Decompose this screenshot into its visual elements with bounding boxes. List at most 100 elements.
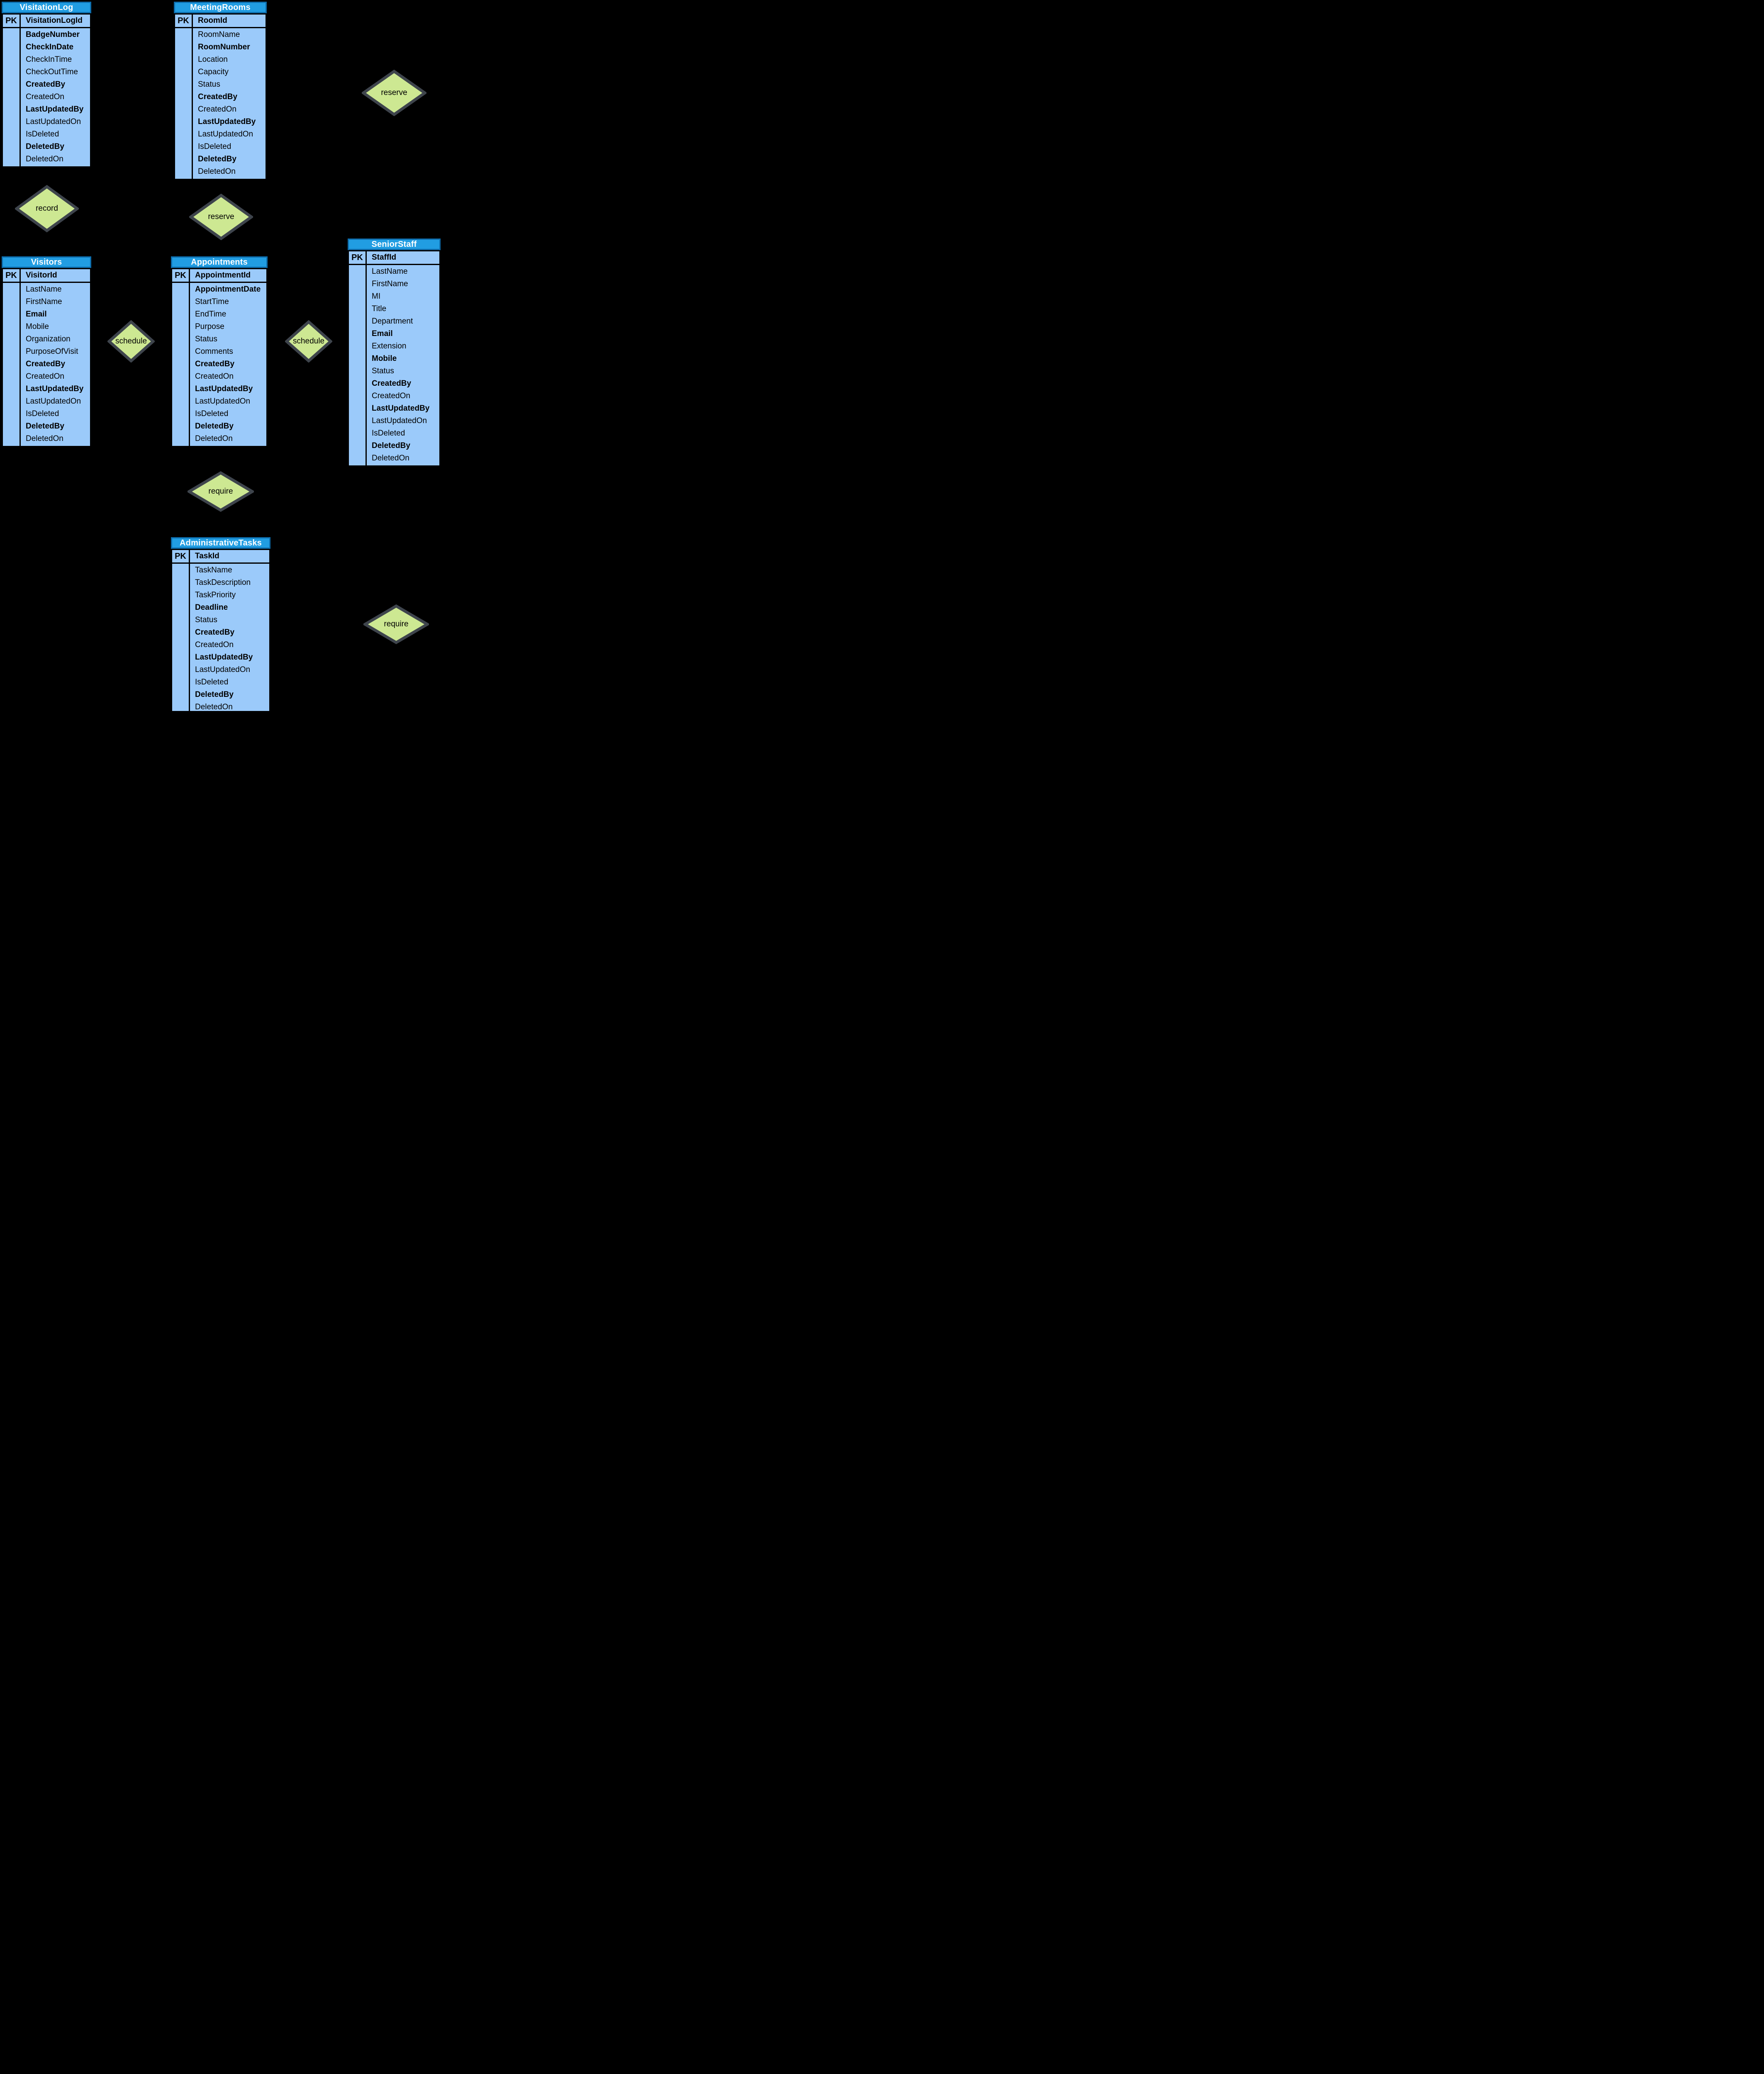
field-extension: Extension bbox=[372, 342, 407, 351]
entity-title: Appointments bbox=[191, 257, 248, 267]
field-deleted-on: DeletedOn bbox=[26, 434, 63, 443]
field-comments: Comments bbox=[195, 347, 233, 356]
field-badge-number: BadgeNumber bbox=[26, 30, 80, 39]
entity-title-bar-visitors: Visitors bbox=[2, 256, 91, 268]
field-purpose-of-visit: PurposeOfVisit bbox=[26, 347, 78, 356]
relationship-schedule-3: schedule bbox=[107, 320, 155, 363]
relationship-label: reserve bbox=[208, 212, 234, 221]
field-created-by: CreatedBy bbox=[195, 628, 235, 637]
relationship-reserve-2: reserve bbox=[189, 194, 253, 240]
pk-field-name: TaskId bbox=[195, 552, 219, 560]
field-deleted-on: DeletedOn bbox=[198, 167, 236, 176]
diamond-shape bbox=[363, 604, 429, 644]
relationship-reserve-0: reserve bbox=[362, 70, 426, 116]
field-task-priority: TaskPriority bbox=[195, 591, 236, 599]
field-is-deleted: IsDeleted bbox=[198, 142, 231, 151]
entity-title: Visitors bbox=[31, 257, 62, 267]
primary-key-row: PK RoomId bbox=[175, 15, 266, 28]
field-status: Status bbox=[372, 367, 394, 375]
relationship-label: require bbox=[208, 487, 233, 496]
field-last-name: LastName bbox=[26, 285, 62, 294]
relationship-schedule-4: schedule bbox=[285, 320, 332, 363]
field-room-number: RoomNumber bbox=[198, 43, 250, 51]
field-deleted-by: DeletedBy bbox=[195, 690, 234, 699]
primary-key-row: PK AppointmentId bbox=[172, 269, 266, 283]
pk-field-name: StaffId bbox=[372, 253, 397, 262]
field-purpose: Purpose bbox=[195, 322, 224, 331]
field-created-by: CreatedBy bbox=[26, 360, 66, 368]
relationship-require-5: require bbox=[188, 471, 254, 512]
field-last-name: LastName bbox=[372, 267, 408, 276]
field-first-name: FirstName bbox=[26, 297, 62, 306]
pk-field-name: AppointmentId bbox=[195, 271, 251, 280]
field-is-deleted: IsDeleted bbox=[195, 678, 229, 686]
diamond-shape bbox=[189, 194, 253, 240]
pk-field-name: VisitationLogId bbox=[26, 16, 83, 25]
relationship-label: require bbox=[384, 620, 409, 628]
entity-title: MeetingRooms bbox=[190, 2, 251, 12]
field-task-name: TaskName bbox=[195, 566, 232, 574]
field-start-time: StartTime bbox=[195, 297, 229, 306]
field-department: Department bbox=[372, 317, 413, 326]
field-deleted-on: DeletedOn bbox=[195, 434, 233, 443]
field-created-on: CreatedOn bbox=[372, 392, 410, 400]
entity-title-bar-meeting-rooms: MeetingRooms bbox=[174, 2, 267, 13]
field-last-updated-on: LastUpdatedOn bbox=[26, 117, 81, 126]
pk-field-name: RoomId bbox=[198, 16, 227, 25]
field-room-name: RoomName bbox=[198, 30, 240, 39]
field-is-deleted: IsDeleted bbox=[26, 409, 59, 418]
pk-column-spacer bbox=[172, 564, 190, 711]
field-created-by: CreatedBy bbox=[198, 93, 238, 101]
relationship-require-6: require bbox=[363, 604, 429, 644]
field-last-updated-on: LastUpdatedOn bbox=[198, 130, 253, 139]
field-email: Email bbox=[26, 310, 47, 319]
diamond-shape bbox=[362, 70, 426, 116]
pk-column-spacer bbox=[172, 283, 190, 446]
field-mobile: Mobile bbox=[26, 322, 49, 331]
field-last-updated-by: LastUpdatedBy bbox=[198, 117, 256, 126]
field-last-updated-on: LastUpdatedOn bbox=[195, 397, 251, 406]
field-deleted-on: DeletedOn bbox=[195, 703, 233, 711]
field-check-out-time: CheckOutTime bbox=[26, 68, 78, 76]
pk-column-spacer bbox=[3, 28, 21, 166]
pk-marker: PK bbox=[172, 269, 190, 282]
field-last-updated-on: LastUpdatedOn bbox=[372, 416, 427, 425]
pk-column-spacer bbox=[349, 265, 367, 465]
field-created-on: CreatedOn bbox=[26, 93, 64, 101]
field-check-in-date: CheckInDate bbox=[26, 43, 74, 51]
field-organization: Organization bbox=[26, 335, 71, 343]
entity-title-bar-appointments: Appointments bbox=[171, 256, 268, 268]
field-last-updated-on: LastUpdatedOn bbox=[26, 397, 81, 406]
diamond-shape bbox=[107, 320, 155, 363]
field-is-deleted: IsDeleted bbox=[372, 429, 405, 438]
field-check-in-time: CheckInTime bbox=[26, 55, 72, 64]
diamond-shape bbox=[188, 471, 254, 512]
pk-column-spacer bbox=[175, 28, 193, 179]
field-status: Status bbox=[198, 80, 220, 89]
pk-marker: PK bbox=[175, 15, 193, 27]
field-created-by: CreatedBy bbox=[26, 80, 66, 89]
field-deleted-by: DeletedBy bbox=[198, 155, 236, 163]
field-deleted-on: DeletedOn bbox=[26, 155, 63, 163]
field-created-by: CreatedBy bbox=[372, 379, 412, 388]
field-deleted-by: DeletedBy bbox=[372, 441, 410, 450]
field-email: Email bbox=[372, 329, 393, 338]
field-deleted-by: DeletedBy bbox=[195, 422, 234, 431]
field-created-on: CreatedOn bbox=[26, 372, 64, 381]
